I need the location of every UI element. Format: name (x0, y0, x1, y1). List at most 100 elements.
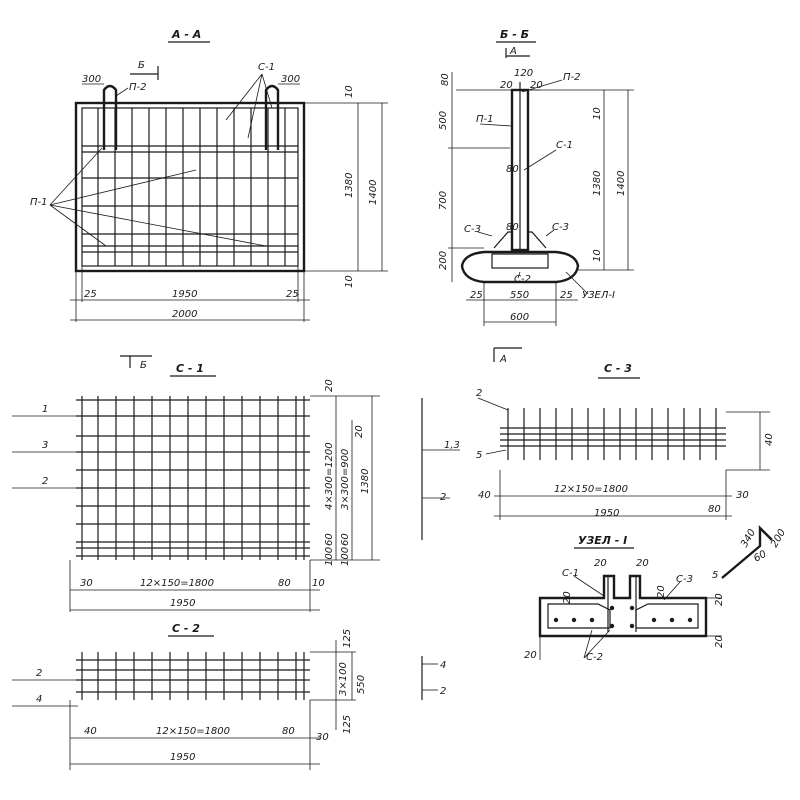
bb-dim-200: 200 (438, 251, 449, 270)
bb-label-c3-right: С-3 (552, 222, 569, 233)
node-label-c3: С-3 (676, 574, 693, 585)
node-1-detail: УЗЕЛ - I С-1 С-3 С-2 20 20 20 20 (524, 534, 725, 663)
dim-25-left: 25 (84, 289, 97, 300)
c2-vertical-bars (81, 652, 305, 700)
mesh-c2: С - 2 2 4 (12, 622, 446, 770)
c2-dim-125a: 125 (342, 629, 353, 648)
node-dim-20f: 20 (714, 635, 725, 648)
c3-horizontal-bars (500, 427, 726, 447)
c3-callout-5: 5 (476, 450, 482, 461)
dim-25-right: 25 (286, 289, 299, 300)
bb-dim-10b: 10 (592, 249, 603, 262)
label-p1: П-1 (30, 197, 48, 208)
bb-label-p2: П-2 (563, 72, 581, 83)
lifting-loop-left (102, 84, 118, 150)
label-c1: С-1 (258, 62, 275, 73)
c2-dim-3x100: 3×100 (338, 662, 349, 696)
bb-dim-80b: 80 (506, 222, 519, 233)
dim-2000: 2000 (172, 309, 197, 320)
c3-dim-40: 40 (478, 490, 491, 501)
mesh-c3: А С - 3 1,3 2 (421, 347, 788, 581)
c1-dim-80: 80 (278, 578, 291, 589)
bb-dim-120: 120 (514, 68, 533, 79)
c2-dim-125b: 125 (342, 715, 353, 734)
c2-dim-550: 550 (356, 675, 367, 694)
c1-callout-1: 1 (42, 404, 48, 415)
node-flange-outline (538, 574, 708, 638)
c1-dim-12x150: 12×150=1800 (140, 578, 214, 589)
mesh-c1: Б С - 1 (12, 355, 380, 612)
mesh-c1-title: С - 1 (176, 362, 204, 375)
section-aa-title: А - А (171, 28, 201, 41)
bb-label-c1: С-1 (556, 140, 573, 151)
bb-dim-80-top: 80 (440, 73, 451, 86)
bb-dim-550: 550 (510, 290, 529, 301)
bb-dim-700: 700 (438, 191, 449, 210)
mesh-c2-title: С - 2 (172, 622, 200, 635)
bar-5-label: 5 (712, 570, 718, 581)
c1-dim-4x300: 4×300=1200 (324, 442, 335, 510)
section-bb-title: Б - Б (500, 28, 529, 41)
node-rebar-dots (553, 605, 693, 629)
bar-5-dim-340: 340 (739, 527, 758, 549)
c3-cut-a: А (499, 354, 507, 365)
node-dim-20c: 20 (562, 591, 573, 604)
c1-callout-2: 2 (42, 476, 48, 487)
c1-dim-60b: 60 (340, 533, 351, 546)
c3-dim-30: 30 (736, 490, 749, 501)
bb-dim-500: 500 (438, 111, 449, 130)
bb-label-node: УЗЕЛ-I (582, 290, 615, 301)
bb-dim-10: 10 (592, 107, 603, 120)
bb-dim-80a: 80 (506, 164, 519, 175)
node-label-c1: С-1 (562, 568, 579, 579)
c1-dim-10: 10 (312, 578, 325, 589)
label-p2: П-2 (129, 82, 147, 93)
c3-callout-2: 2 (476, 388, 482, 399)
bb-dim-1400: 1400 (616, 171, 627, 196)
bb-label-p1: П-1 (476, 114, 494, 125)
bb-dim-25b: 25 (560, 290, 573, 301)
c1-dim-60a: 60 (324, 533, 335, 546)
section-aa: А - А (30, 28, 388, 322)
c3-dim-80: 80 (708, 504, 721, 515)
mesh-frame (81, 107, 299, 267)
node-dim-20a: 20 (594, 558, 607, 569)
dim-1950: 1950 (172, 289, 197, 300)
c1-dim-1950: 1950 (170, 598, 195, 609)
dim-1380: 1380 (344, 173, 355, 198)
bar-5-shape (721, 525, 773, 579)
c3-dim-1950: 1950 (594, 508, 619, 519)
c1-vertical-bars (81, 396, 305, 560)
bb-label-c2: С-2 (514, 274, 531, 285)
c1-dim-3x300: 3×300=900 (340, 449, 351, 510)
c1-callout-3: 3 (42, 440, 48, 451)
bb-dim-20b: 20 (530, 80, 543, 91)
dim-10-bot: 10 (344, 275, 355, 288)
c2-dim-30: 30 (316, 732, 329, 743)
c2-side-callout-2: 2 (440, 686, 446, 697)
c2-side-callout-4: 4 (440, 660, 446, 671)
c2-callout-4: 4 (36, 694, 42, 705)
dim-300-right: 300 (281, 74, 300, 85)
c2-horizontal-bars (76, 659, 310, 693)
c3-dim-right: 40 (764, 433, 775, 446)
c2-callout-2: 2 (36, 668, 42, 679)
c1-dim-1380: 1380 (360, 469, 371, 494)
c1-dim-20-top: 20 (324, 379, 335, 392)
c1-horizontal-bars (76, 399, 310, 557)
c1-dim-30: 30 (80, 578, 93, 589)
mesh-c3-title: С - 3 (604, 362, 632, 375)
c2-dim-40: 40 (84, 726, 97, 737)
node-dim-20e: 20 (714, 593, 725, 606)
node-dim-20d: 20 (656, 585, 667, 598)
dim-1400: 1400 (368, 180, 379, 205)
node-dim-20b: 20 (636, 558, 649, 569)
bb-label-c3-left: С-3 (464, 224, 481, 235)
cut-marker-a: А (509, 46, 517, 57)
c1-dim-100a: 100 (324, 547, 335, 566)
section-bb: Б - Б А П-2 П-1 С-1 С-3 С-3 С-2 УЗЕЛ-I 2… (438, 28, 634, 326)
panel-outline (74, 101, 306, 273)
dim-300-left: 300 (82, 74, 101, 85)
bb-dim-600: 600 (510, 312, 529, 323)
bar-5-dim-200: 200 (769, 527, 788, 549)
